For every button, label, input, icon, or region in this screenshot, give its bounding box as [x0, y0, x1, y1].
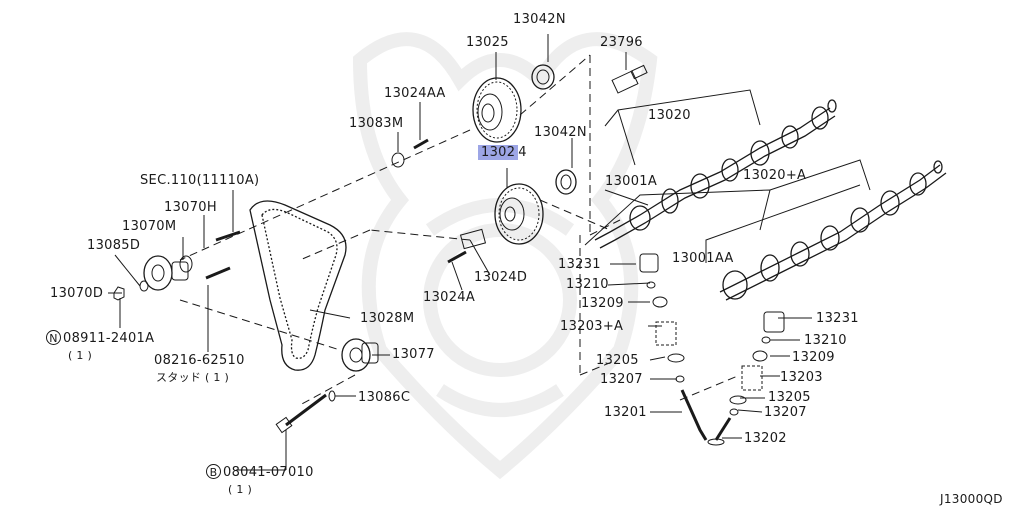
valve-spring-icon	[655, 321, 677, 346]
part-label-13210-mid[interactable]: 13210	[566, 277, 609, 292]
part-label-13025[interactable]: 13025	[466, 35, 509, 50]
stud-icon	[215, 230, 241, 242]
valve-icon	[714, 417, 732, 441]
leader-lines	[108, 34, 871, 471]
tensioner-pulley-icon	[143, 255, 193, 291]
camshaft-sensor-icon	[611, 64, 648, 94]
bolt-symbol: B	[206, 464, 221, 479]
part-label-13070h[interactable]: 13070H	[164, 200, 217, 215]
part-label-13042n-mid[interactable]: 13042N	[534, 125, 587, 140]
timing-belt-icon	[249, 200, 347, 371]
oil-seal-icon	[555, 169, 577, 195]
part-label-13083m[interactable]: 13083M	[349, 116, 404, 131]
part-label-13209-right[interactable]: 13209	[792, 350, 835, 365]
part-label-13203[interactable]: 13203	[780, 370, 823, 385]
nut-symbol: N	[46, 330, 61, 345]
part-label-13085d[interactable]: 13085D	[87, 238, 141, 253]
valve-spring-icon	[741, 365, 763, 391]
part-label-13042n[interactable]: 13042N	[513, 12, 566, 27]
part-label-13210-right[interactable]: 13210	[804, 333, 847, 348]
part-label-13086c[interactable]: 13086C	[358, 390, 411, 405]
bolt-icon	[413, 138, 429, 150]
quantity-08216: スタッド ( 1 )	[156, 371, 230, 384]
part-label-13207-mid[interactable]: 13207	[600, 372, 643, 387]
part-number-suffix: 4	[518, 145, 527, 160]
valve-icon	[680, 389, 708, 441]
part-label-13070d[interactable]: 13070D	[50, 286, 104, 301]
part-code-08041: 08041-07010	[223, 465, 314, 480]
nut-icon	[113, 286, 125, 301]
bolt-icon	[447, 250, 467, 264]
part-label-13020a[interactable]: 13020+A	[743, 168, 807, 183]
dashed-leaders	[179, 54, 741, 406]
part-label-13205-right[interactable]: 13205	[768, 390, 811, 405]
part-label-13024d[interactable]: 13024D	[474, 270, 528, 285]
valve-train-icon	[707, 311, 785, 446]
camshaft-icon	[719, 160, 947, 301]
part-label-13020[interactable]: 13020	[648, 108, 691, 123]
bolt-icon	[275, 393, 327, 434]
part-label-13077[interactable]: 13077	[392, 347, 435, 362]
part-label-13028m[interactable]: 13028M	[360, 311, 415, 326]
washer-icon	[139, 280, 149, 292]
highlighted-part-number[interactable]: 1302	[478, 145, 519, 160]
watermark-emblem-icon	[352, 32, 658, 480]
stud-icon	[205, 266, 231, 280]
part-label-13205-mid[interactable]: 13205	[596, 353, 639, 368]
part-label-23796[interactable]: 23796	[600, 35, 643, 50]
part-label-13070m[interactable]: 13070M	[122, 219, 177, 234]
oil-seal-icon	[531, 64, 555, 90]
washer-icon	[328, 390, 336, 402]
diagram-code: J13000QD	[940, 492, 1003, 506]
camshaft-icon	[594, 99, 837, 249]
part-label-08216[interactable]: 08216-62510	[154, 353, 245, 368]
valve-train-icon	[639, 253, 708, 441]
sprocket-plate-icon	[459, 228, 487, 250]
idler-pulley-icon	[341, 338, 379, 372]
part-label-13024a[interactable]: 13024A	[423, 290, 476, 305]
cam-sprocket-icon	[494, 183, 544, 245]
part-label-13231-right[interactable]: 13231	[816, 311, 859, 326]
section-ref-label[interactable]: SEC.110(11110A)	[140, 173, 260, 188]
part-label-13202[interactable]: 13202	[744, 431, 787, 446]
quantity-08041: ( 1 )	[228, 483, 253, 496]
part-code-08911: 08911-2401A	[63, 331, 155, 346]
part-label-13001aa[interactable]: 13001AA	[672, 251, 734, 266]
part-label-13207-right[interactable]: 13207	[764, 405, 807, 420]
part-label-13203a[interactable]: 13203+A	[560, 319, 624, 334]
part-label-13001a[interactable]: 13001A	[605, 174, 658, 189]
part-label-13231-mid[interactable]: 13231	[558, 257, 601, 272]
cam-sprocket-icon	[472, 77, 522, 143]
washer-icon	[391, 152, 405, 168]
part-label-13201[interactable]: 13201	[604, 405, 647, 420]
part-label-13024aa[interactable]: 13024AA	[384, 86, 446, 101]
part-label-13209-mid[interactable]: 13209	[581, 296, 624, 311]
quantity-08911: ( 1 )	[68, 349, 93, 362]
